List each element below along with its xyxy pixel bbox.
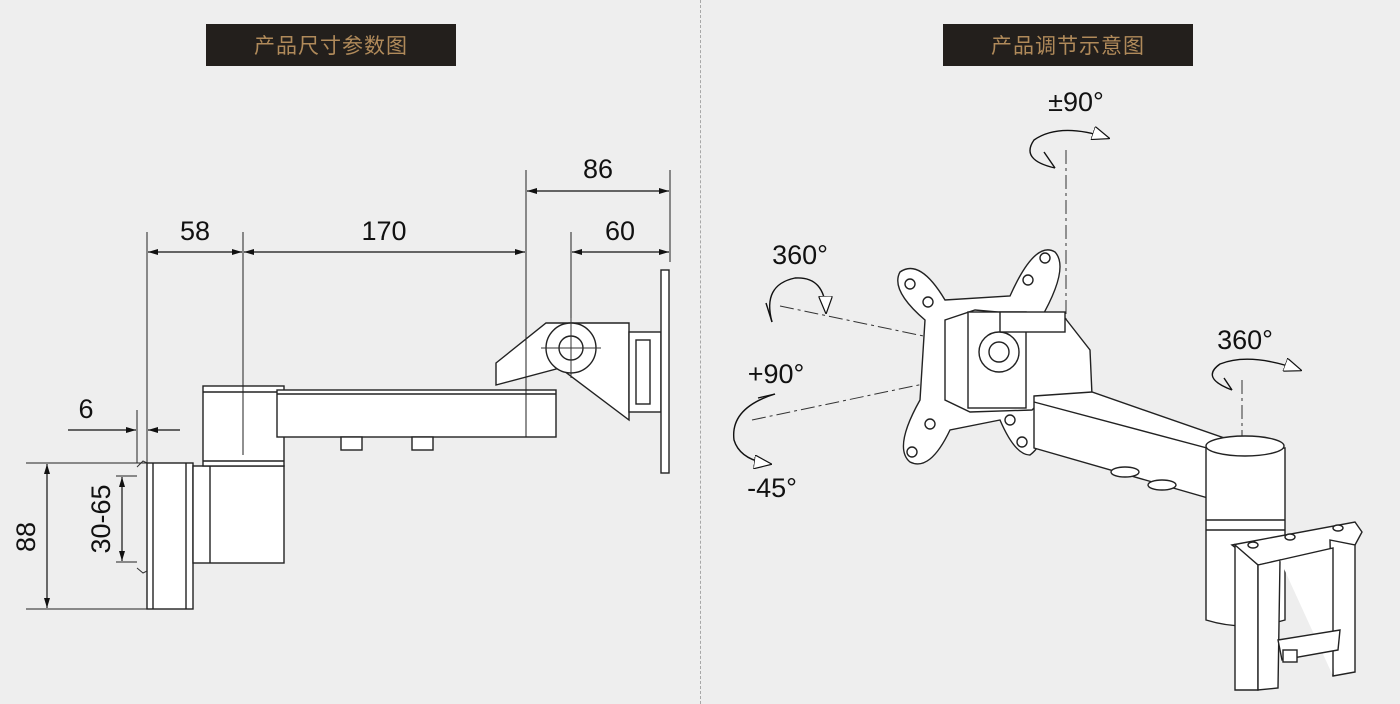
screen-rotate-label: 360°: [772, 240, 828, 270]
tilt-arrow-tail: [1043, 151, 1056, 169]
dim-label-6: 6: [78, 394, 93, 424]
screen-rotate-arrow: [768, 277, 826, 323]
tilt-down-label: -45°: [747, 473, 797, 503]
dim-label-170: 170: [361, 216, 406, 246]
arm-rotate-label: 360°: [1217, 325, 1273, 355]
tilt-head: [944, 309, 1093, 413]
tilt-arrow: [1029, 130, 1108, 169]
up-down-tilt-arrow: [733, 393, 776, 464]
swing-arm: [1033, 391, 1231, 501]
adjustment-diagram-title-text: 产品调节示意图: [991, 34, 1145, 58]
post-lower: [192, 465, 285, 564]
screen-rotate-arrow-tail: [765, 302, 773, 323]
dim-label-86: 86: [583, 154, 613, 184]
bracket-outline: [146, 269, 670, 610]
adjustment-diagram-title: 产品调节示意图: [943, 24, 1193, 66]
arm-rotate-arrow-tail: [1223, 377, 1233, 391]
knob: [411, 436, 434, 451]
extension-lines: [26, 170, 671, 610]
dimension-drawing: 86 58 170 60 6 88 30-65: [11, 154, 671, 610]
dim-label-30-65: 30-65: [86, 484, 116, 553]
arm-rotate-arrow: [1211, 359, 1300, 391]
arm: [276, 389, 557, 438]
vesa-plate: [660, 269, 670, 474]
up-down-tilt-start: [757, 393, 776, 399]
dim-label-58: 58: [180, 216, 210, 246]
rotation-arrows: [733, 130, 1300, 464]
tilt-label: ±90°: [1048, 87, 1104, 117]
desk-clamp: [1230, 521, 1363, 691]
center-divider: [700, 0, 701, 704]
tilt-up-label: +90°: [748, 359, 805, 389]
dimension-diagram-title-text: 产品尺寸参数图: [254, 34, 408, 58]
dim-label-60: 60: [605, 216, 635, 246]
dim-label-88: 88: [11, 522, 41, 552]
knob: [340, 436, 363, 451]
dimension-diagram-title: 产品尺寸参数图: [206, 24, 456, 66]
